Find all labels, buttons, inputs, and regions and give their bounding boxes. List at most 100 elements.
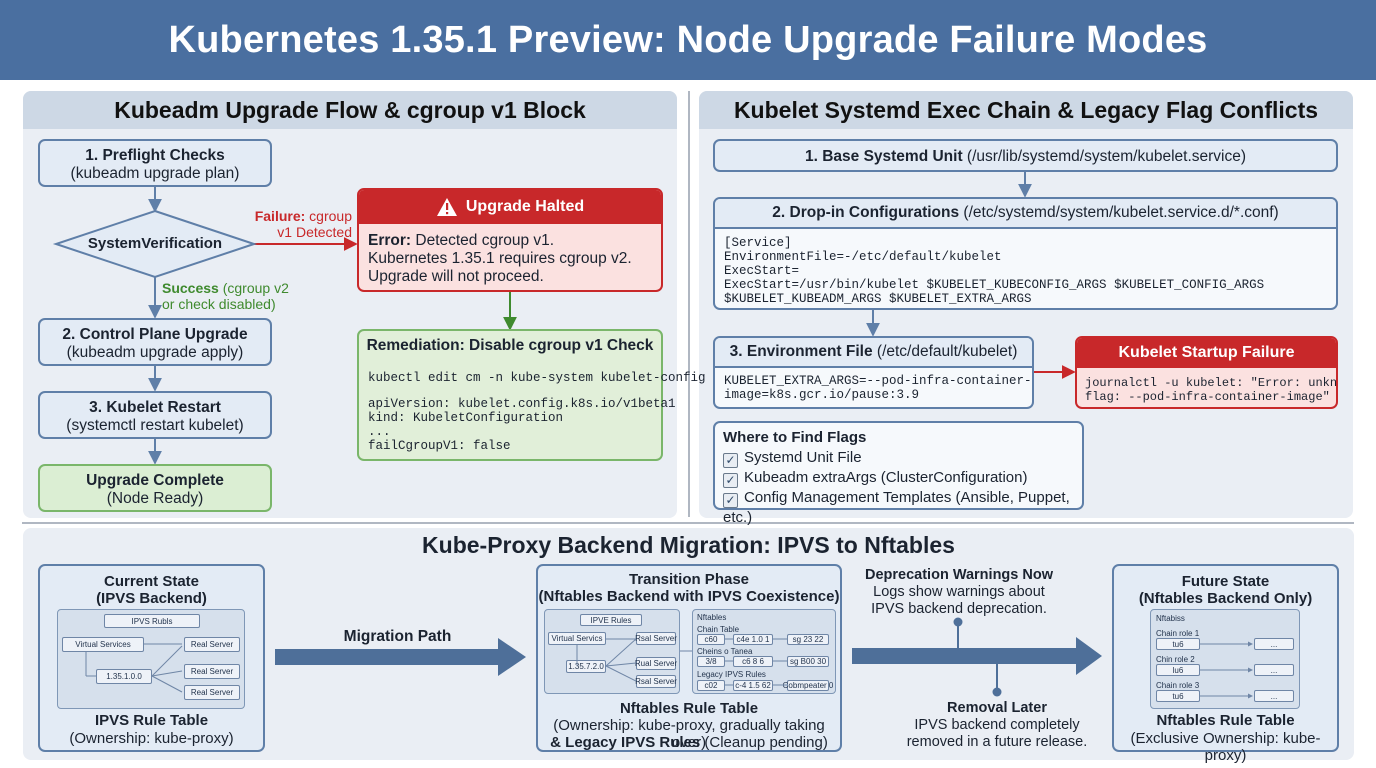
bottom-panel-heading: Kube-Proxy Backend Migration: IPVS to Nf… bbox=[422, 532, 955, 558]
env-file-code: KUBELET_EXTRA_ARGS=--pod-infra-container… bbox=[724, 374, 1032, 402]
system-verification-label: SystemVerification bbox=[87, 235, 223, 252]
upgrade-complete-box: Upgrade Complete (Node Ready) bbox=[38, 464, 272, 512]
dropin-rest: (/etc/systemd/system/kubelet.service.d/*… bbox=[959, 204, 1279, 221]
preflight-checks-box: 1. Preflight Checks (kubeadm upgrade pla… bbox=[38, 139, 272, 187]
transition-footer-title: Nftables Rule Table bbox=[619, 700, 759, 717]
future-chain2: Chin role 2 bbox=[1156, 655, 1195, 664]
current-footer-title: IPVS Rule Table bbox=[94, 712, 209, 729]
future-title: Future State bbox=[1181, 573, 1270, 590]
kubelet-restart-sub: (systemctl restart kubelet) bbox=[66, 417, 244, 434]
env-file-header: 3. Environment File (/etc/default/kubele… bbox=[715, 338, 1032, 368]
future-footer-sub: (Exclusive Ownership: kube-proxy) bbox=[1130, 730, 1321, 764]
success-label-rest: (cgroup v2 bbox=[218, 280, 289, 296]
base-systemd-unit-box: 1. Base Systemd Unit (/usr/lib/systemd/s… bbox=[713, 139, 1338, 172]
warning-icon bbox=[436, 198, 457, 216]
current-footer-sub: (Ownership: kube-proxy) bbox=[69, 730, 234, 747]
deprecation-line1: Logs show warnings about bbox=[873, 584, 1045, 600]
dropin-header: 2. Drop-in Configurations (/etc/systemd/… bbox=[715, 199, 1336, 229]
kubelet-startup-failure-box: Kubelet Startup Failure journalctl -u ku… bbox=[1075, 336, 1338, 409]
transition-real-3: Rsal Server bbox=[635, 675, 677, 688]
page-title: Kubernetes 1.35.1 Preview: Node Upgrade … bbox=[168, 18, 1208, 61]
environment-file-box: 3. Environment File (/etc/default/kubele… bbox=[713, 336, 1034, 409]
transition-nft-title: Nftables bbox=[697, 613, 727, 622]
where-item-3: ✓Config Management Templates (Ansible, P… bbox=[723, 488, 1082, 528]
upgrade-halted-title: Upgrade Halted bbox=[465, 198, 585, 215]
real-server-node-1: Real Server bbox=[184, 637, 240, 652]
transition-title: Transition Phase bbox=[628, 571, 750, 588]
transition-virtual-node: Virtual Servics bbox=[548, 632, 606, 645]
upgrade-complete-sub: (Node Ready) bbox=[106, 490, 204, 507]
transition-row3-a: c02 bbox=[697, 680, 725, 691]
checkbox-icon: ✓ bbox=[723, 493, 738, 508]
removal-line1: IPVS backend completely bbox=[914, 717, 1080, 733]
future-footer-title: Nftables Rule Table bbox=[1156, 712, 1295, 729]
transition-footer-bold: & Legacy IPVS Rules bbox=[550, 734, 701, 751]
transition-row3-c: Cobmpeater 0 bbox=[782, 680, 834, 691]
transition-row1-a: c60 bbox=[697, 634, 725, 645]
transition-row1-b: c4e 1.0 1 bbox=[733, 634, 773, 645]
where-item-2: ✓ Kubeadm extraArgs (ClusterConfiguration… bbox=[723, 468, 1082, 488]
left-panel-heading: Kubeadm Upgrade Flow & cgroup v1 Block bbox=[23, 91, 677, 129]
startup-failure-code: journalctl -u kubelet: "Error: unknown f… bbox=[1085, 376, 1338, 404]
control-plane-upgrade-box: 2. Control Plane Upgrade (kubeadm upgrad… bbox=[38, 318, 272, 366]
startup-failure-title: Kubelet Startup Failure bbox=[1077, 338, 1336, 368]
removal-note: Removal Later IPVS backend completely re… bbox=[892, 700, 1102, 751]
upgrade-halted-header: Upgrade Halted bbox=[359, 190, 661, 224]
transition-ip-node: 1.35.7.2.0 bbox=[566, 660, 606, 673]
preflight-sub: (kubeadm upgrade plan) bbox=[70, 165, 240, 182]
env-file-bold: 3. Environment File bbox=[729, 343, 873, 360]
deprecation-title: Deprecation Warnings Now bbox=[865, 567, 1053, 583]
kubelet-restart-box: 3. Kubelet Restart (systemctl restart ku… bbox=[38, 391, 272, 439]
future-sub: (Nftables Backend Only) bbox=[1138, 590, 1313, 607]
future-row1-b: ... bbox=[1254, 638, 1294, 650]
control-plane-title: 2. Control Plane Upgrade bbox=[62, 326, 248, 343]
transition-nftables-diagram bbox=[692, 609, 836, 694]
env-file-rest: (/etc/default/kubelet) bbox=[872, 343, 1018, 360]
halted-line3: Upgrade will not proceed. bbox=[368, 268, 544, 285]
future-row3-a: tu6 bbox=[1156, 690, 1200, 702]
transition-sub: (Nftables Backend with IPVS Coexistence) bbox=[538, 588, 840, 605]
success-label: Success (cgroup v2 or check disabled) bbox=[162, 280, 302, 312]
title-bar: Kubernetes 1.35.1 Preview: Node Upgrade … bbox=[0, 0, 1376, 80]
upgrade-complete-title: Upgrade Complete bbox=[86, 472, 224, 489]
kubelet-restart-title: 3. Kubelet Restart bbox=[89, 399, 221, 416]
failure-label: Failure: cgroup v1 Detected bbox=[252, 208, 352, 240]
future-chain3: Chain role 3 bbox=[1156, 681, 1200, 690]
remediation-command: kubectl edit cm -n kube-system kubelet-c… bbox=[368, 371, 706, 385]
where-title: Where to Find Flags bbox=[723, 429, 867, 446]
checkbox-icon: ✓ bbox=[723, 453, 738, 468]
checkbox-icon: ✓ bbox=[723, 473, 738, 488]
transition-ipvs-title: IPVE Rules bbox=[580, 614, 642, 626]
future-row1-a: tu6 bbox=[1156, 638, 1200, 650]
current-title: Current State bbox=[103, 573, 200, 590]
ipvs-ip-node: 1.35.1.0.0 bbox=[96, 669, 152, 684]
control-plane-sub: (kubeadm upgrade apply) bbox=[66, 344, 244, 361]
transition-chain-table: Chain Table bbox=[697, 625, 740, 634]
preflight-title: 1. Preflight Checks bbox=[85, 147, 225, 164]
future-row2-b: ... bbox=[1254, 664, 1294, 676]
transition-footer-line3: & Legacy IPVS Rules (Cleanup pending) bbox=[538, 734, 840, 751]
ipvs-mini-title: IPVS Rubls bbox=[104, 614, 200, 628]
transition-row1-c: sg 23 22 bbox=[787, 634, 829, 645]
migration-path-label: Migration Path bbox=[343, 628, 452, 645]
transition-chains-label: Cheins o Tanea bbox=[697, 647, 753, 656]
where-item-3-label: Config Management Templates (Ansible, Pu… bbox=[723, 489, 1070, 526]
current-sub: (IPVS Backend) bbox=[96, 590, 207, 607]
removal-line2: removed in a future release. bbox=[906, 734, 1088, 750]
dropin-code: [Service] EnvironmentFile=-/etc/default/… bbox=[724, 236, 1265, 306]
halted-error-bold: Error: bbox=[368, 232, 412, 249]
failure-label-bold: Failure: bbox=[254, 208, 306, 224]
removal-title: Removal Later bbox=[947, 700, 1047, 716]
transition-row2-b: c6 8 6 bbox=[733, 656, 773, 667]
deprecation-note: Deprecation Warnings Now Logs show warni… bbox=[858, 567, 1060, 618]
remediation-code: apiVersion: kubelet.config.k8s.io/v1beta… bbox=[368, 397, 676, 453]
future-mini-title: Nftabiss bbox=[1156, 614, 1185, 623]
base-unit-bold: 1. Base Systemd Unit bbox=[804, 148, 963, 165]
where-to-find-flags-box: Where to Find Flags ✓Systemd Unit File ✓… bbox=[713, 421, 1084, 526]
where-item-2-label: Kubeadm extraArgs (ClusterConfiguration) bbox=[744, 469, 1028, 486]
horizontal-divider bbox=[22, 522, 1354, 524]
real-server-node-3: Real Server bbox=[184, 685, 240, 700]
success-label-line2: or check disabled) bbox=[162, 296, 276, 312]
transition-real-2: Rual Server bbox=[634, 657, 678, 670]
halted-error-rest: Detected cgroup v1. bbox=[411, 232, 555, 249]
